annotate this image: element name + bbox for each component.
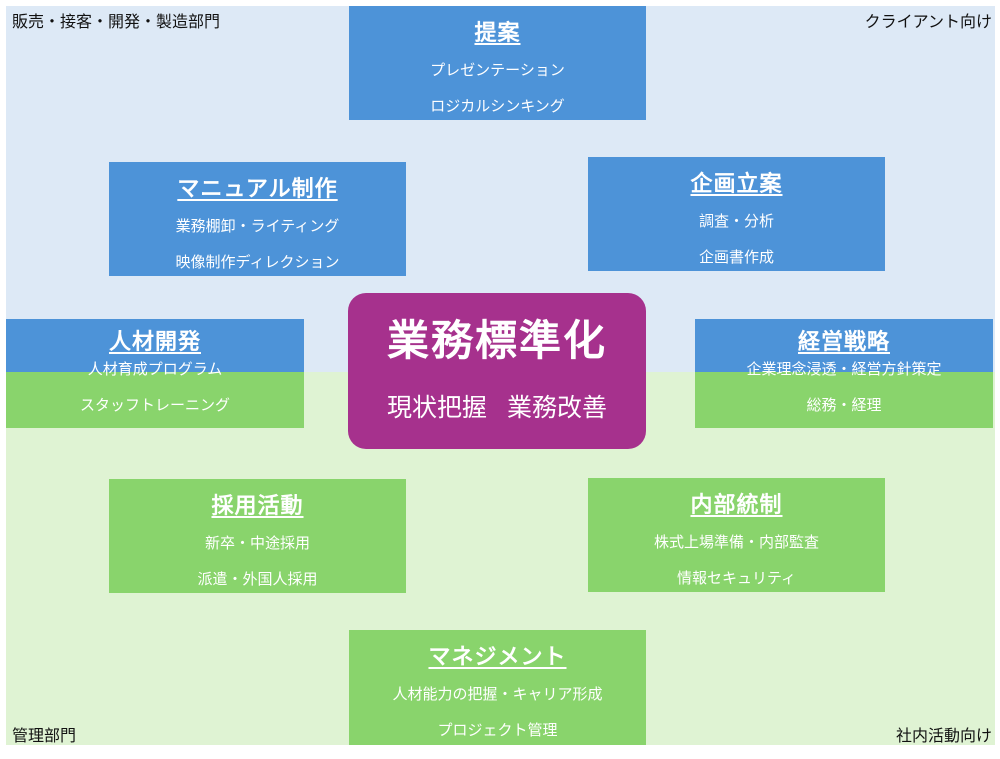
box-title: 採用活動 [211, 494, 304, 519]
box-item: 業務棚卸・ライティング [175, 217, 340, 235]
box-naibu: 内部統制 株式上場準備・内部監査 情報セキュリティ [588, 478, 885, 592]
box-item: 株式上場準備・内部監査 [653, 533, 819, 551]
box-item: 総務・経理 [806, 396, 882, 414]
box-keiei: 経営戦略 企業理念浸透・経営方針策定 総務・経理 [695, 319, 993, 428]
box-item: ロジカルシンキング [430, 97, 565, 115]
box-item: 情報セキュリティ [676, 569, 797, 587]
center-item: 業務改善 [507, 393, 608, 422]
box-title: 人材開発 [108, 330, 201, 355]
label-client-facing: クライアント向け [864, 12, 992, 31]
box-title: マネジメント [428, 645, 567, 670]
box-item: プレゼンテーション [430, 61, 565, 79]
center-subitems: 現状把握業務改善 [348, 388, 646, 424]
box-teian: 提案 プレゼンテーション ロジカルシンキング [349, 6, 646, 120]
box-item: 人材能力の把握・キャリア形成 [392, 685, 603, 703]
box-item: プロジェクト管理 [437, 721, 558, 739]
label-sales-dept: 販売・接客・開発・製造部門 [12, 12, 221, 31]
box-title: 提案 [474, 21, 521, 46]
box-jinzai: 人材開発 人材育成プログラム スタッフトレーニング [6, 319, 304, 428]
label-internal-activities: 社内活動向け [895, 726, 992, 745]
box-title: 内部統制 [690, 493, 783, 518]
box-item: 人材育成プログラム [87, 360, 223, 378]
box-item: 企画書作成 [698, 248, 774, 266]
box-item: 映像制作ディレクション [175, 253, 340, 271]
box-title: 経営戦略 [797, 330, 890, 355]
label-management-dept: 管理部門 [12, 726, 77, 745]
box-kikaku: 企画立案 調査・分析 企画書作成 [588, 157, 885, 271]
box-manual: マニュアル制作 業務棚卸・ライティング 映像制作ディレクション [109, 162, 406, 276]
box-item: スタッフトレーニング [79, 396, 230, 414]
box-item: 新卒・中途採用 [204, 534, 310, 552]
center-item: 現状把握 [386, 393, 487, 422]
box-title: マニュアル制作 [177, 177, 338, 202]
box-item: 派遣・外国人採用 [197, 570, 318, 588]
box-item: 調査・分析 [698, 212, 774, 230]
box-saiyou: 採用活動 新卒・中途採用 派遣・外国人採用 [109, 479, 406, 593]
box-item: 企業理念浸透・経営方針策定 [746, 360, 942, 378]
center-standardization: 業務標準化 現状把握業務改善 [348, 293, 646, 449]
center-title: 業務標準化 [386, 316, 607, 365]
box-management: マネジメント 人材能力の把握・キャリア形成 プロジェクト管理 [349, 630, 646, 745]
box-title: 企画立案 [690, 172, 783, 197]
